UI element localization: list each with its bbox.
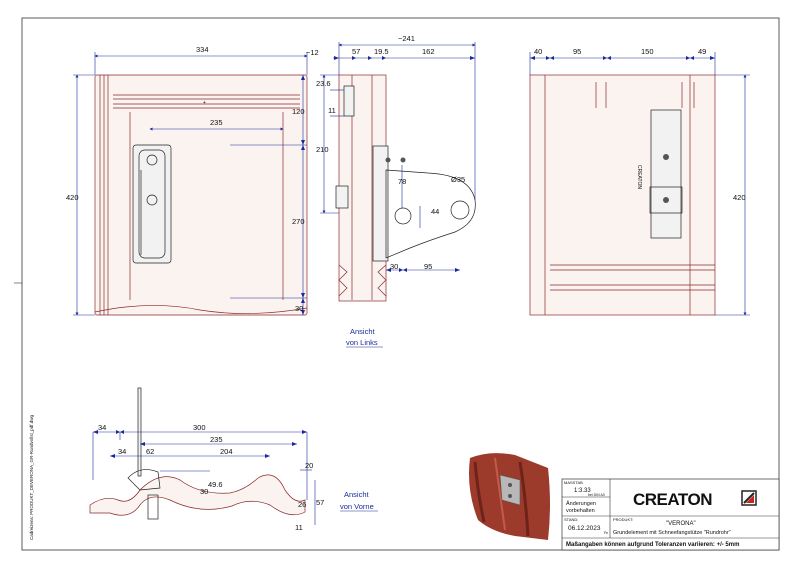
front-right-dim-1: 120 [292,107,305,116]
scale-note: bei DIN A3 [588,493,605,497]
tolerance-footer: Maßangaben können aufgrund Toleranzen va… [566,542,739,548]
bottom-dim-235: 235 [210,435,223,444]
left-top-seg-3: 19.5 [374,47,389,56]
right-top-seg-4: 49 [698,47,706,56]
product-label: PRODUKT: [613,517,633,522]
right-height-dim: 420 [733,193,746,202]
svg-text:CREATON: CREATON [633,490,712,509]
title-block: MASSTAB 1:3.33 bei DIN A3 Änderungen vor… [561,478,780,551]
left-top-seg-2: 57 [352,47,360,56]
tile-render-image [469,453,550,540]
bottom-dim-11: 11 [295,523,303,532]
left-view: ~241 ~12 57 19.5 162 23.6 11 210 78 Ø35 … [306,34,476,348]
bottom-dim-62: 62 [146,447,154,456]
left-bottom-dim-1: 30 [390,262,398,271]
product-name: "VERONA" [666,521,696,527]
left-dim-11: 11 [328,106,336,115]
left-dim-210: 210 [316,145,329,154]
svg-text:+: + [203,100,206,106]
left-dim-44: 44 [431,207,439,216]
left-top-seg-1: ~12 [306,48,319,57]
right-top-seg-3: 150 [641,47,654,56]
bottom-dim-20: 20 [305,461,313,470]
front-view: + 334 235 420 120 270 30 [66,45,308,316]
left-hole-dim: Ø35 [451,175,465,184]
right-top-seg-2: 95 [573,47,581,56]
left-caption-2: von Links [346,338,378,347]
changes-line-1: Änderungen [566,500,596,507]
bottom-dim-49-6: 49.6 [208,480,223,489]
bottom-view: 34 300 235 34 62 204 20 30 49.6 26 57 11… [89,387,378,532]
side-file-label: Cadreizens: PRODUKT_DEVERONA_GR-Rundvoll… [29,414,34,540]
left-dim-23-6: 23.6 [316,79,331,88]
front-right-dim-2: 270 [292,217,305,226]
bottom-dim-300: 300 [193,423,206,432]
left-caption-1: Ansicht [350,327,376,336]
scale-value: 1:3.33 [574,488,591,494]
front-right-dim-3: 30 [295,304,303,313]
bottom-dim-30: 30 [200,487,208,496]
left-top-dim: ~241 [398,34,415,43]
date-suffix: Fe [604,531,608,535]
left-dim-78: 78 [398,177,406,186]
bracket-brand-text: CREATON [636,165,642,189]
changes-line-2: vorbehalten [566,508,595,514]
bottom-caption-1: Ansicht [344,490,370,499]
creaton-logo: CREATON [633,490,757,509]
left-top-seg-4: 162 [422,47,435,56]
bottom-dim-26: 26 [298,500,306,509]
right-view: CREATON 40 95 150 49 420 [529,47,750,316]
right-top-seg-1: 40 [534,47,542,56]
left-bottom-dim-2: 95 [424,262,432,271]
front-inner-width-dim: 235 [210,118,223,127]
front-width-dim: 334 [196,45,209,54]
bottom-dim-34b: 34 [118,447,126,456]
bottom-dim-57: 57 [316,498,324,507]
bottom-dim-34a: 34 [98,423,106,432]
product-description: Grundelement mit Schneefangstütze "Rundr… [613,530,731,536]
bottom-dim-204: 204 [220,447,233,456]
front-height-dim: 420 [66,193,79,202]
date-label: STAND: [564,517,578,522]
bottom-caption-2: von Vorne [340,502,374,511]
scale-label: MASSTAB [564,480,583,485]
drawing-frame [21,17,780,551]
date-value: 06.12.2023 [568,525,601,532]
